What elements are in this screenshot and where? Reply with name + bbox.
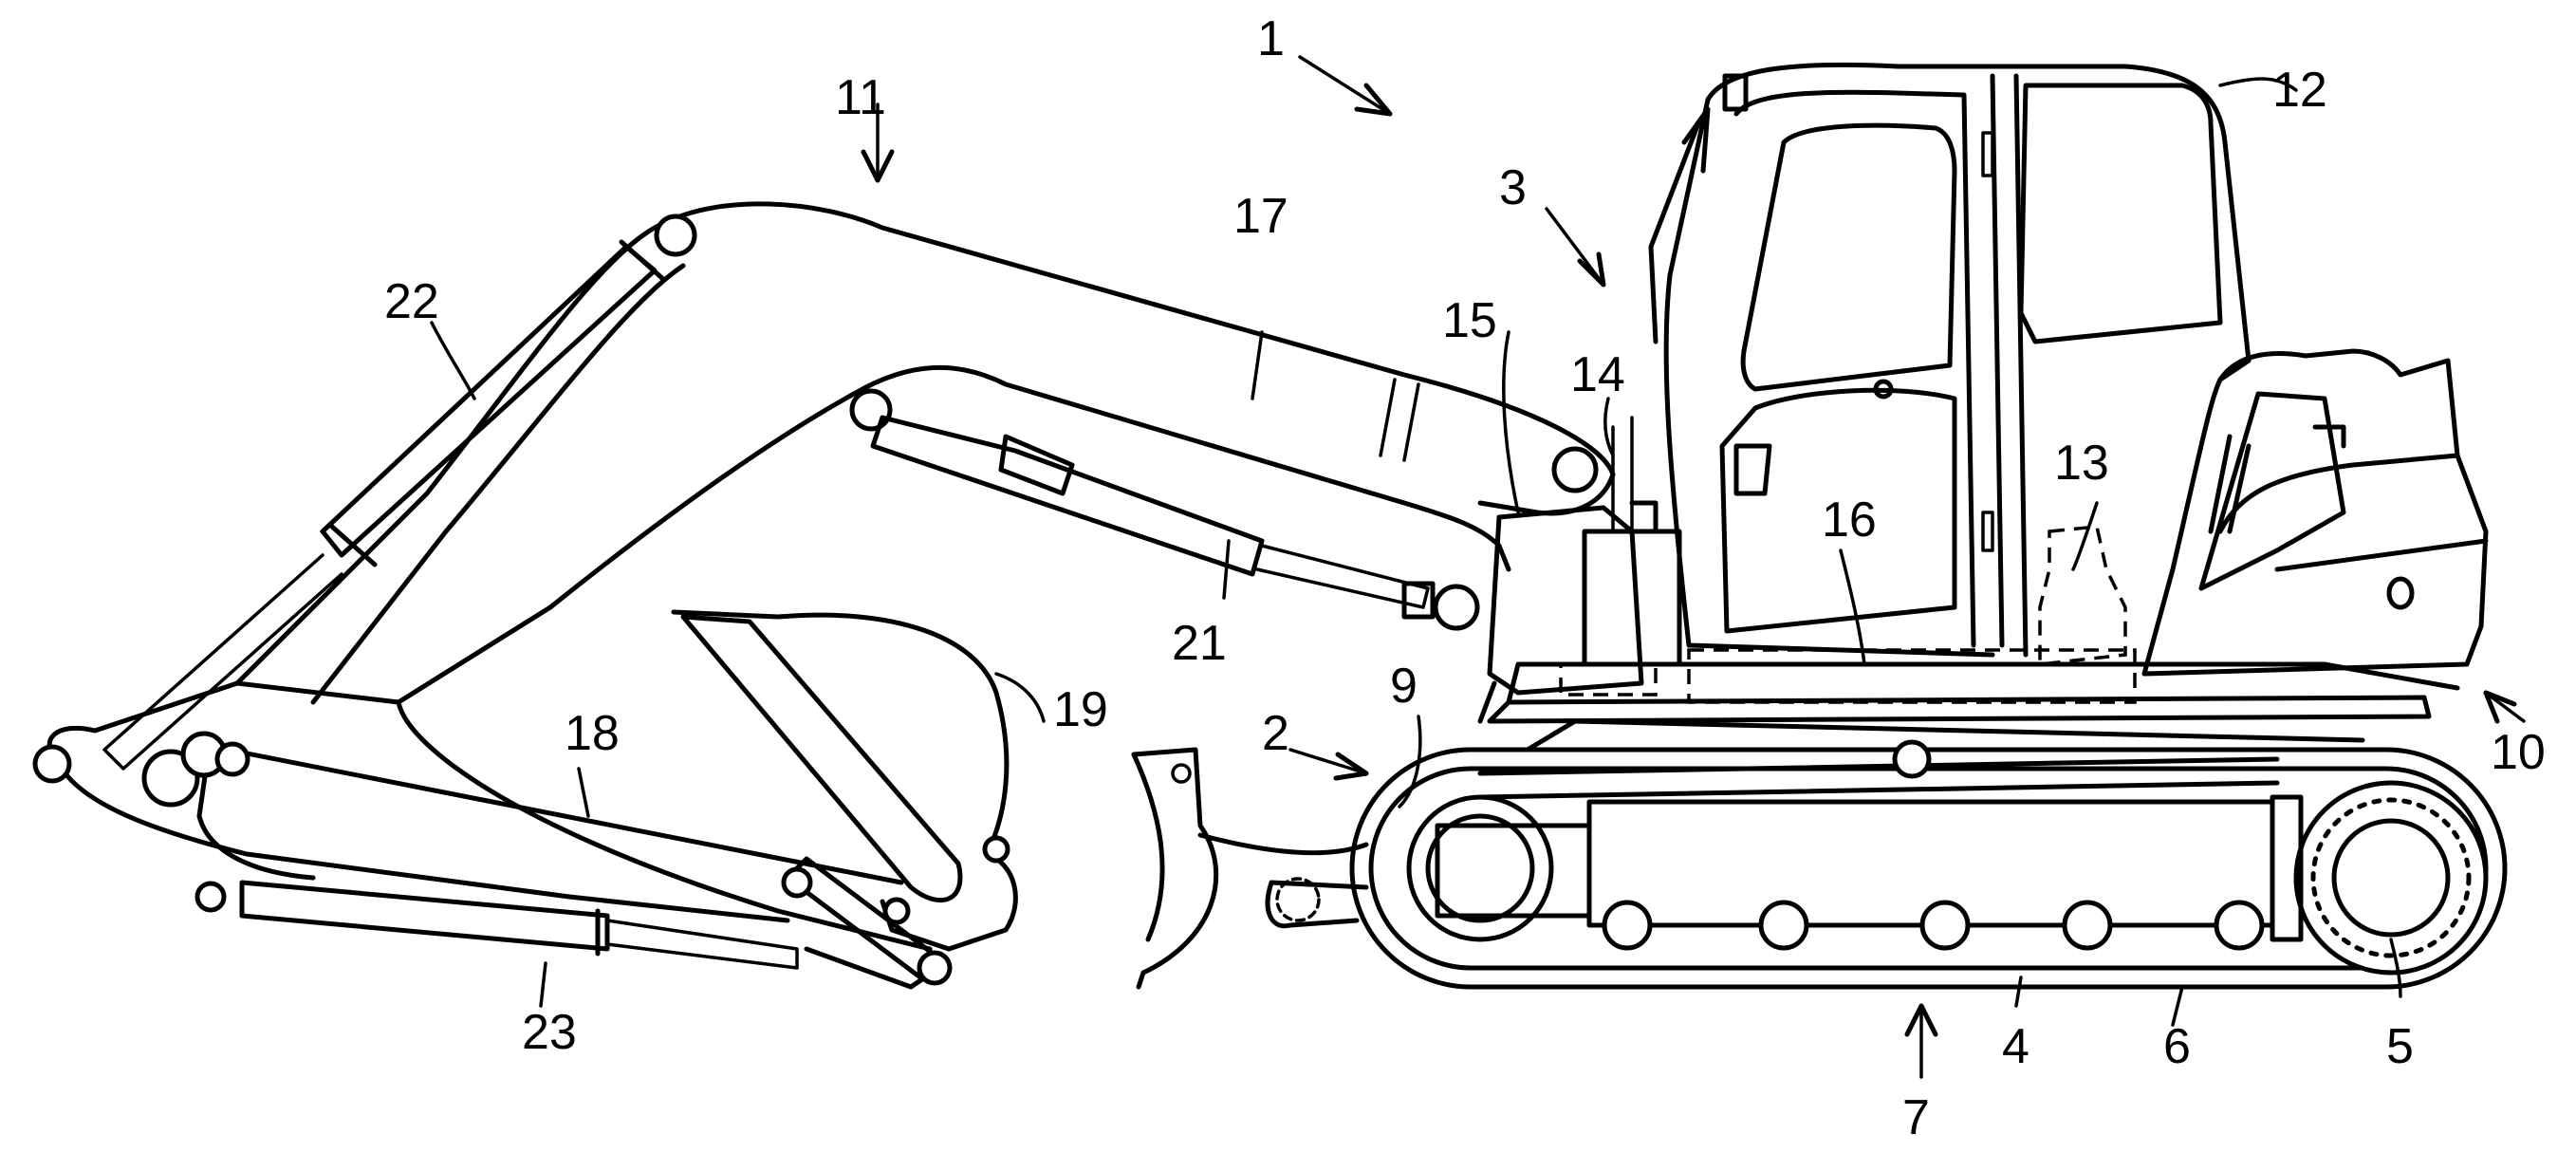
label-7: 7	[1902, 1090, 1930, 1145]
track-frame	[1437, 721, 2363, 948]
label-9: 9	[1390, 659, 1418, 714]
label-11: 11	[835, 70, 886, 125]
label-12: 12	[2272, 63, 2327, 118]
boom	[237, 204, 1613, 702]
label-10: 10	[2491, 725, 2546, 780]
bucket	[674, 612, 1015, 987]
bucket-cylinder	[242, 883, 797, 968]
label-4: 4	[2002, 1019, 2029, 1074]
label-16: 16	[1822, 493, 1877, 548]
label-18: 18	[565, 706, 620, 761]
upper-frame	[1480, 664, 2457, 721]
label-2: 2	[1262, 706, 1289, 761]
label-22: 22	[384, 274, 439, 329]
engine-cover	[2040, 351, 2486, 674]
label-21: 21	[1172, 616, 1227, 671]
label-13: 13	[2054, 436, 2109, 491]
crawler-track	[1352, 750, 2505, 987]
dozer-blade	[1134, 750, 1366, 987]
label-19: 19	[1053, 682, 1108, 737]
label-1: 1	[1257, 11, 1285, 66]
label-6: 6	[2163, 1019, 2191, 1074]
label-3: 3	[1499, 160, 1527, 215]
label-5: 5	[2386, 1019, 2414, 1074]
operator-cab	[1651, 65, 2249, 702]
label-15: 15	[1442, 293, 1497, 348]
boom-cylinder	[873, 418, 1433, 617]
arm	[35, 683, 930, 949]
label-23: 23	[522, 1005, 577, 1060]
label-17: 17	[1233, 189, 1288, 244]
label-14: 14	[1570, 347, 1625, 402]
